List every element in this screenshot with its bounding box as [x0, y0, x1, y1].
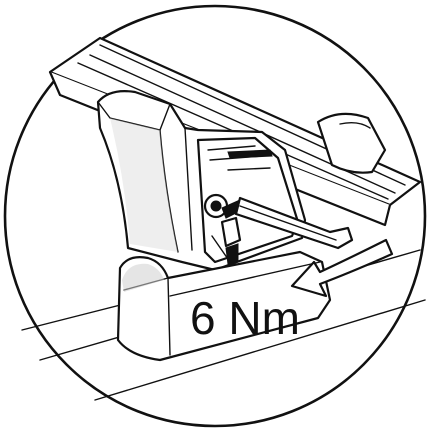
bolt-icon: [203, 193, 243, 265]
torque-tool: [234, 196, 354, 250]
curved-arrow-icon: [290, 238, 394, 298]
torque-value-label: 6 Nm: [190, 292, 300, 344]
foot-base: [116, 250, 332, 362]
bar-end-cap: [316, 112, 387, 174]
